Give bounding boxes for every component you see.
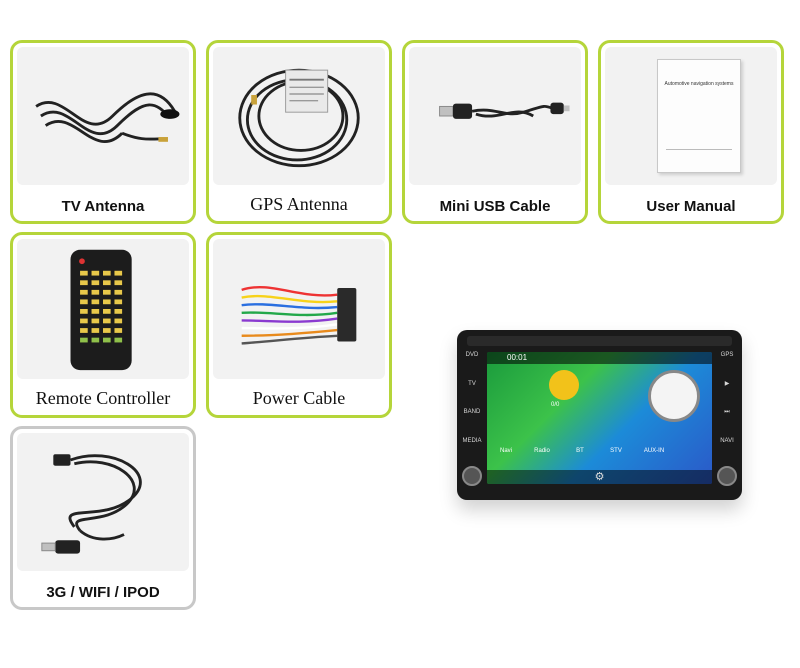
media-play-tile[interactable] — [549, 370, 579, 400]
gps-antenna-label: GPS Antenna — [250, 194, 348, 214]
left-button-column: DVD TV BAND MEDIA — [461, 352, 483, 486]
mini-usb-cable-photo — [409, 47, 581, 185]
user-manual-photo: Automotive navigation systems — [605, 47, 777, 185]
play-pause-icon[interactable]: ▶ — [724, 381, 730, 387]
remote-controller-label: Remote Controller — [35, 388, 171, 408]
tune-knob[interactable] — [717, 466, 737, 486]
power-cable-card: Power Cable — [206, 232, 392, 418]
tile-navi[interactable]: Navi — [499, 448, 512, 454]
tile-bt[interactable]: BT — [576, 448, 584, 454]
3g-wifi-ipod-card: 3G / WIFI / IPOD — [10, 426, 196, 610]
tv-antenna-label: TV Antenna — [61, 198, 145, 215]
power-cable-photo — [213, 239, 385, 379]
clock-icon — [648, 370, 700, 422]
remote-controller-card: Remote Controller — [10, 232, 196, 418]
next-track-icon[interactable]: ⏭ — [724, 409, 730, 415]
media-button[interactable]: MEDIA — [462, 437, 482, 444]
gps-antenna-card: GPS Antenna — [206, 40, 392, 224]
3g-wifi-ipod-label: 3G / WIFI / IPOD — [46, 584, 160, 601]
3g-wifi-ipod-photo — [17, 433, 189, 571]
tv-button[interactable]: TV — [468, 380, 476, 387]
tv-antenna-photo — [17, 47, 189, 185]
mini-usb-cable-label: Mini USB Cable — [439, 198, 551, 215]
user-manual-title: Automotive navigation systems — [664, 81, 734, 87]
mini-usb-cable-card: Mini USB Cable — [402, 40, 588, 224]
user-manual-booklet: Automotive navigation systems — [657, 59, 741, 173]
user-manual-card: Automotive navigation systems User Manua… — [598, 40, 784, 224]
user-manual-label: User Manual — [646, 198, 736, 215]
tile-aux-in[interactable]: AUX-IN — [643, 448, 665, 454]
gps-button[interactable]: GPS — [720, 352, 734, 358]
car-dvd-head-unit: DVD TV BAND MEDIA GPS ▶ ⏭ NAVI 00:01 0/0… — [457, 330, 742, 500]
tv-antenna-card: TV Antenna — [10, 40, 196, 224]
head-unit-screen: 00:01 0/0 Navi Radio BT STV AUX-IN ⚙ — [487, 352, 712, 484]
disc-slot — [467, 336, 732, 346]
dvd-button[interactable]: DVD — [465, 352, 479, 358]
screen-time: 00:01 — [507, 353, 528, 362]
user-manual-footer-line — [666, 149, 732, 150]
tile-stv[interactable]: STV — [610, 448, 622, 454]
tile-radio[interactable]: Radio — [534, 448, 550, 454]
remote-controller-photo — [17, 239, 189, 379]
band-button[interactable]: BAND — [463, 409, 481, 415]
gps-antenna-photo — [213, 47, 385, 185]
track-counter: 0/0 — [551, 402, 560, 408]
power-cable-label: Power Cable — [252, 388, 346, 408]
screen-status-bar: 00:01 — [487, 352, 712, 364]
settings-gear-icon[interactable]: ⚙ — [594, 471, 605, 483]
volume-knob[interactable] — [462, 466, 482, 486]
screen-bottom-bar: ⚙ — [487, 470, 712, 484]
right-button-column: GPS ▶ ⏭ NAVI — [716, 352, 738, 486]
navi-button[interactable]: NAVI — [720, 438, 734, 444]
